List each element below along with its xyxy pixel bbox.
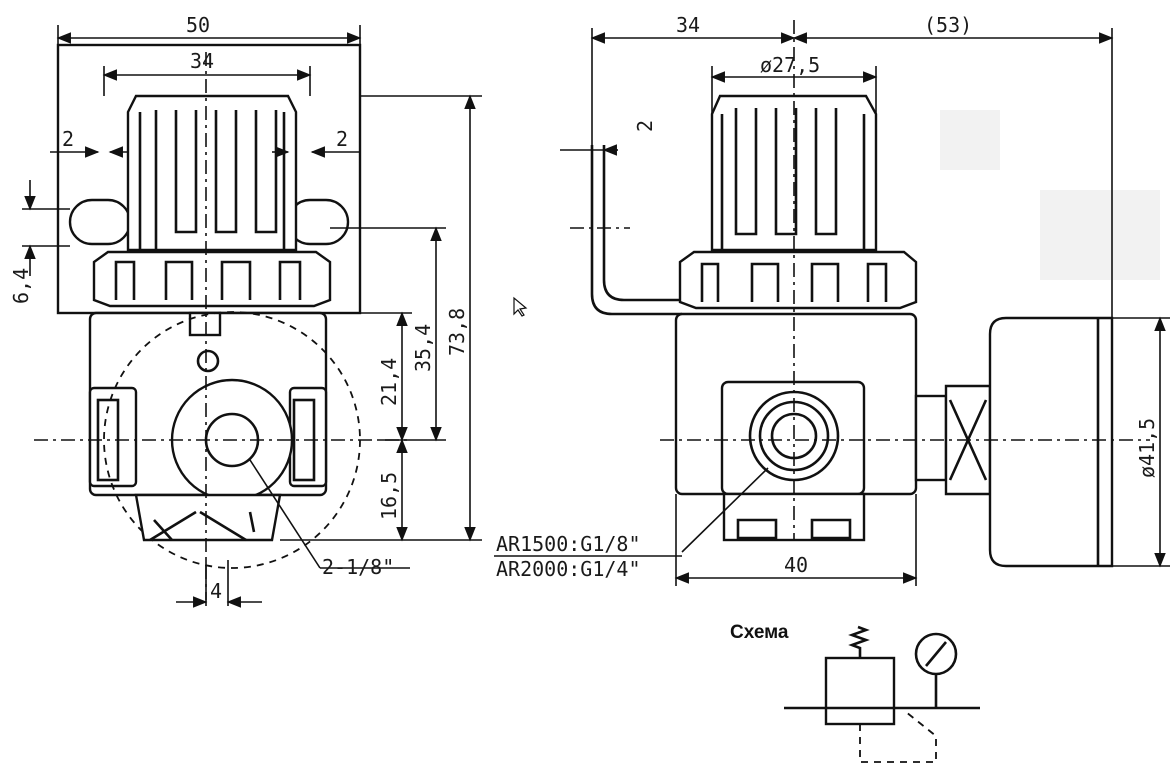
port-leader-line — [249, 459, 321, 569]
bracket-profile — [590, 145, 682, 316]
dim-gauge-diameter: ø41,5 — [1135, 418, 1159, 478]
dim-right-offset: 2 — [336, 127, 348, 151]
dim-port-to-bottom: 16,5 — [377, 472, 401, 520]
dim-overall-width: 50 — [186, 13, 210, 37]
pneumatic-schema: Схема — [730, 622, 980, 763]
vent-hole — [196, 349, 220, 373]
dim-mount-slot: 6,4 — [9, 268, 33, 304]
adjusting-knob — [126, 94, 298, 252]
knob-ribs — [138, 110, 286, 250]
front-view: 2-1/8" 50 34 2 2 6,4 73,8 35,4 2 — [9, 13, 482, 608]
port-callout-ar2000: AR2000:G1/4" — [496, 557, 641, 581]
regulator-symbol — [824, 656, 896, 726]
side-knob-ribs — [720, 108, 866, 250]
gauge-neck — [914, 394, 948, 482]
dim-bracket-depth: 34 — [676, 13, 700, 37]
dim-gauge-reference: (53) — [924, 13, 972, 37]
side-view: 34 (53) ø27,5 2 40 ø41,5 AR1500:G1/8" AR… — [494, 13, 1170, 586]
dim-total-height: 73,8 — [445, 308, 469, 356]
port-callout-ar1500: AR1500:G1/8" — [496, 532, 641, 556]
side-lock-ring — [678, 250, 918, 310]
port-callout: 2-1/8" — [322, 555, 394, 579]
ring-teeth — [114, 260, 302, 300]
dim-left-offset: 2 — [62, 127, 74, 151]
side-port-leader — [681, 467, 769, 553]
pressure-gauge — [988, 316, 1114, 568]
dim-body-to-port: 21,4 — [377, 358, 401, 406]
cursor-icon — [513, 296, 528, 317]
scan-shading — [1040, 190, 1160, 280]
port-lug-right — [288, 386, 328, 488]
scan-shading — [940, 110, 1000, 170]
dim-bracket-thickness: 2 — [633, 120, 657, 132]
stem — [188, 311, 222, 337]
dim-bottom-offset: 4 — [210, 579, 222, 603]
dim-knob-diameter: ø27,5 — [760, 53, 820, 77]
side-port-face — [720, 380, 866, 496]
mounting-slot-left — [68, 198, 132, 246]
dim-knob-to-port: 35,4 — [411, 324, 435, 372]
knob-lock-ring — [92, 250, 332, 308]
schema-title: Схема — [730, 622, 789, 643]
dim-body-width: 40 — [784, 553, 808, 577]
plug-detail — [149, 510, 256, 542]
spring-icon — [848, 625, 870, 658]
dim-knob-width: 34 — [190, 49, 214, 73]
